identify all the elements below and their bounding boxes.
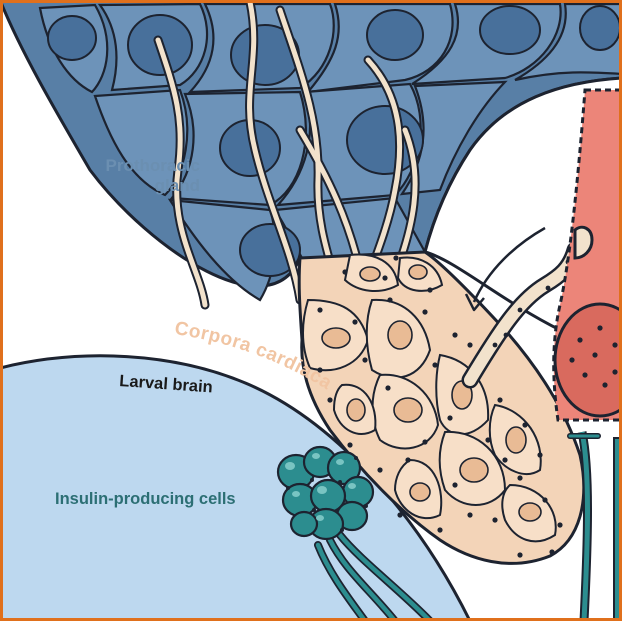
label-insulin-producing-cells: Insulin-producing cells	[55, 490, 236, 510]
label-prothoracic-gland-line2: gland	[76, 176, 200, 196]
label-prothoracic-gland-line1: Prothoracic	[76, 156, 200, 176]
label-prothoracic-gland: Prothoracic gland	[76, 156, 200, 197]
